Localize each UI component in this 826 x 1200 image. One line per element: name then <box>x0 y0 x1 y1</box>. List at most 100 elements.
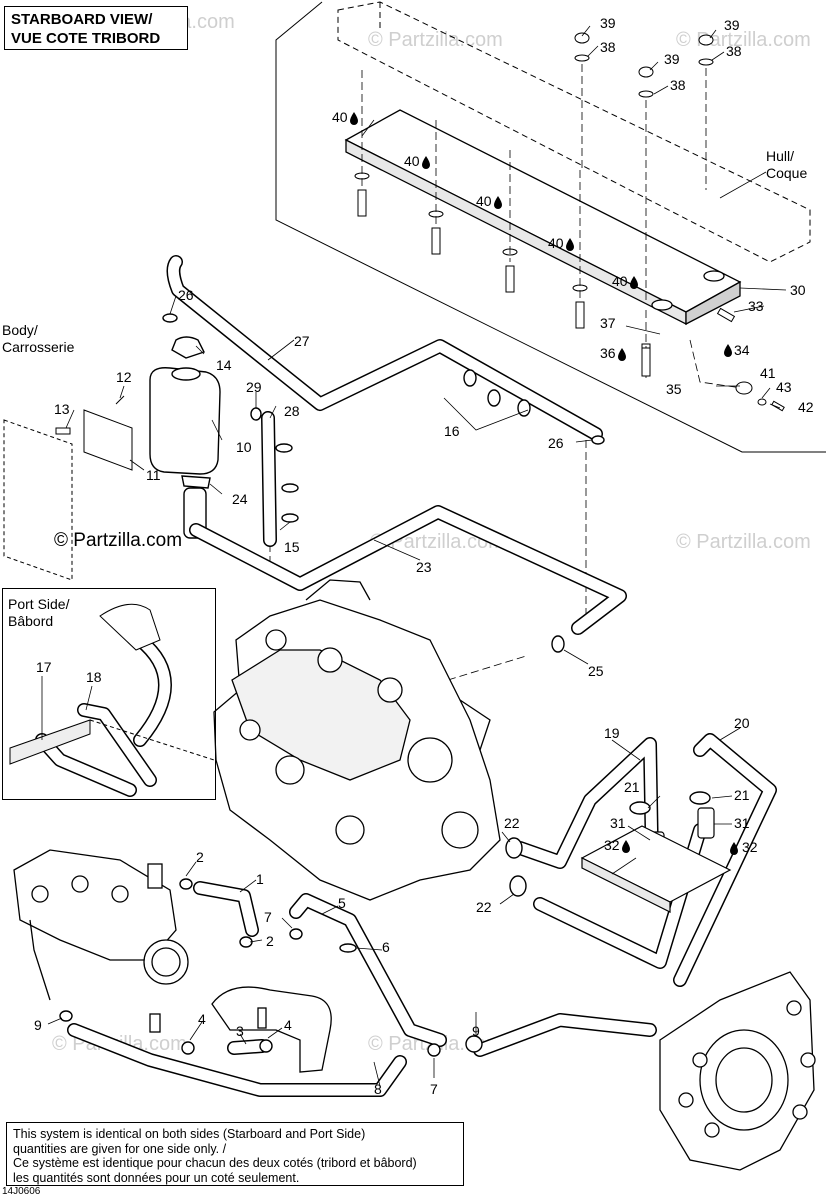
exhaust-manifold <box>13 849 189 1001</box>
callout-3: 3 <box>236 1023 244 1039</box>
view-title-line1: STARBOARD VIEW/ <box>11 11 153 28</box>
callout-41: 41 <box>760 365 776 381</box>
callout-36: 36 <box>600 345 616 361</box>
callout-23: 23 <box>416 559 432 575</box>
hull-label: Hull/ Coque <box>766 148 807 182</box>
callout-38: 38 <box>726 43 742 59</box>
hull-plate <box>337 1 811 263</box>
install-lines <box>269 64 743 681</box>
callout-21: 21 <box>624 779 640 795</box>
port-side-inset <box>2 588 216 800</box>
callout-31: 31 <box>610 815 626 831</box>
hardware-right <box>641 307 785 412</box>
callout-39: 39 <box>724 17 740 33</box>
callout-40: 40 <box>476 193 492 209</box>
callout-4: 4 <box>284 1017 292 1033</box>
callout-7: 7 <box>264 909 272 925</box>
callout-1: 1 <box>256 871 264 887</box>
callout-20: 20 <box>734 715 750 731</box>
callout-26: 26 <box>548 435 564 451</box>
callout-4: 4 <box>198 1011 206 1027</box>
callout-32: 32 <box>742 839 758 855</box>
leader-lines <box>41 25 787 1087</box>
callout-13: 13 <box>54 401 70 417</box>
top-nuts <box>574 32 714 98</box>
callout-15: 15 <box>284 539 300 555</box>
hull-label-line1: Hull/ <box>766 148 795 164</box>
callout-10: 10 <box>236 439 252 455</box>
callout-8: 8 <box>374 1081 382 1097</box>
callouts: 39 38 39 38 39 38 40 40 40 40 40 30 33 3… <box>34 15 814 1097</box>
body-label-line1: Body/ <box>2 322 38 338</box>
callout-21: 21 <box>734 787 750 803</box>
body-label-line2: Carrosserie <box>2 339 75 355</box>
callout-38: 38 <box>600 39 616 55</box>
note-line1: This system is identical on both sides (… <box>13 1127 366 1141</box>
callout-32: 32 <box>604 837 620 853</box>
callout-14: 14 <box>216 357 232 373</box>
port-side-label: Port Side/ Bâbord <box>8 596 69 630</box>
callout-31: 31 <box>734 815 750 831</box>
callout-35: 35 <box>666 381 682 397</box>
callout-24: 24 <box>232 491 248 507</box>
callout-6: 6 <box>382 939 390 955</box>
callout-7: 7 <box>430 1081 438 1097</box>
hull-frame <box>275 1 826 453</box>
watermark: © Partzilla.com <box>368 29 503 51</box>
copyright-text: © Partzilla.com <box>54 530 183 551</box>
callout-34: 34 <box>734 342 750 358</box>
callout-42: 42 <box>798 399 814 415</box>
note-line3: Ce système est identique pour chacun des… <box>13 1156 417 1170</box>
callout-22: 22 <box>504 815 520 831</box>
reservoir <box>149 313 221 539</box>
callout-12: 12 <box>116 369 132 385</box>
callout-5: 5 <box>338 895 346 911</box>
mounting-bracket <box>344 109 742 326</box>
body-label: Body/ Carrosserie <box>2 322 74 356</box>
callout-17: 17 <box>36 659 52 675</box>
note-box: This system is identical on both sides (… <box>6 1122 464 1186</box>
callout-9: 9 <box>34 1017 42 1033</box>
callout-2: 2 <box>266 933 274 949</box>
callout-9: 9 <box>472 1023 480 1039</box>
note-line2: quantities are given for one side only. … <box>13 1141 227 1156</box>
callout-39: 39 <box>664 51 680 67</box>
watermark: © Partzilla.com <box>676 29 811 51</box>
pump-housing <box>659 971 816 1171</box>
callout-2: 2 <box>196 849 204 865</box>
lower-pipes <box>149 986 332 1073</box>
callout-40: 40 <box>332 109 348 125</box>
callout-30: 30 <box>790 282 806 298</box>
callout-43: 43 <box>776 379 792 395</box>
port-side-diagram <box>9 603 215 765</box>
callout-37: 37 <box>600 315 616 331</box>
fitting-bracket <box>580 825 732 913</box>
engine <box>213 579 501 901</box>
view-title-line2: VUE COTE TRIBORD <box>11 30 161 47</box>
note-line4: les quantités sont données pour un coté … <box>13 1170 300 1185</box>
watermark: © Partzilla.com <box>676 531 811 553</box>
callout-19: 19 <box>604 725 620 741</box>
port-side-label-line1: Port Side/ <box>8 596 70 612</box>
callout-40: 40 <box>612 273 628 289</box>
lubricant-drop-icons <box>350 112 738 855</box>
body-panel <box>3 395 133 581</box>
callout-38: 38 <box>670 77 686 93</box>
callout-26: 26 <box>178 287 194 303</box>
callout-29: 29 <box>246 379 262 395</box>
callout-40: 40 <box>404 153 420 169</box>
callout-25: 25 <box>588 663 604 679</box>
callout-39: 39 <box>600 15 616 31</box>
callout-33: 33 <box>748 298 764 314</box>
clamps <box>59 369 711 1057</box>
port-side-label-line2: Bâbord <box>8 613 54 629</box>
callout-28: 28 <box>284 403 300 419</box>
diagram-code: 14J0606 <box>2 1186 41 1197</box>
hull-label-line2: Coque <box>766 165 808 181</box>
callout-40: 40 <box>548 235 564 251</box>
callout-18: 18 <box>86 669 102 685</box>
callout-27: 27 <box>294 333 310 349</box>
callout-22: 22 <box>476 899 492 915</box>
callout-16: 16 <box>444 423 460 439</box>
